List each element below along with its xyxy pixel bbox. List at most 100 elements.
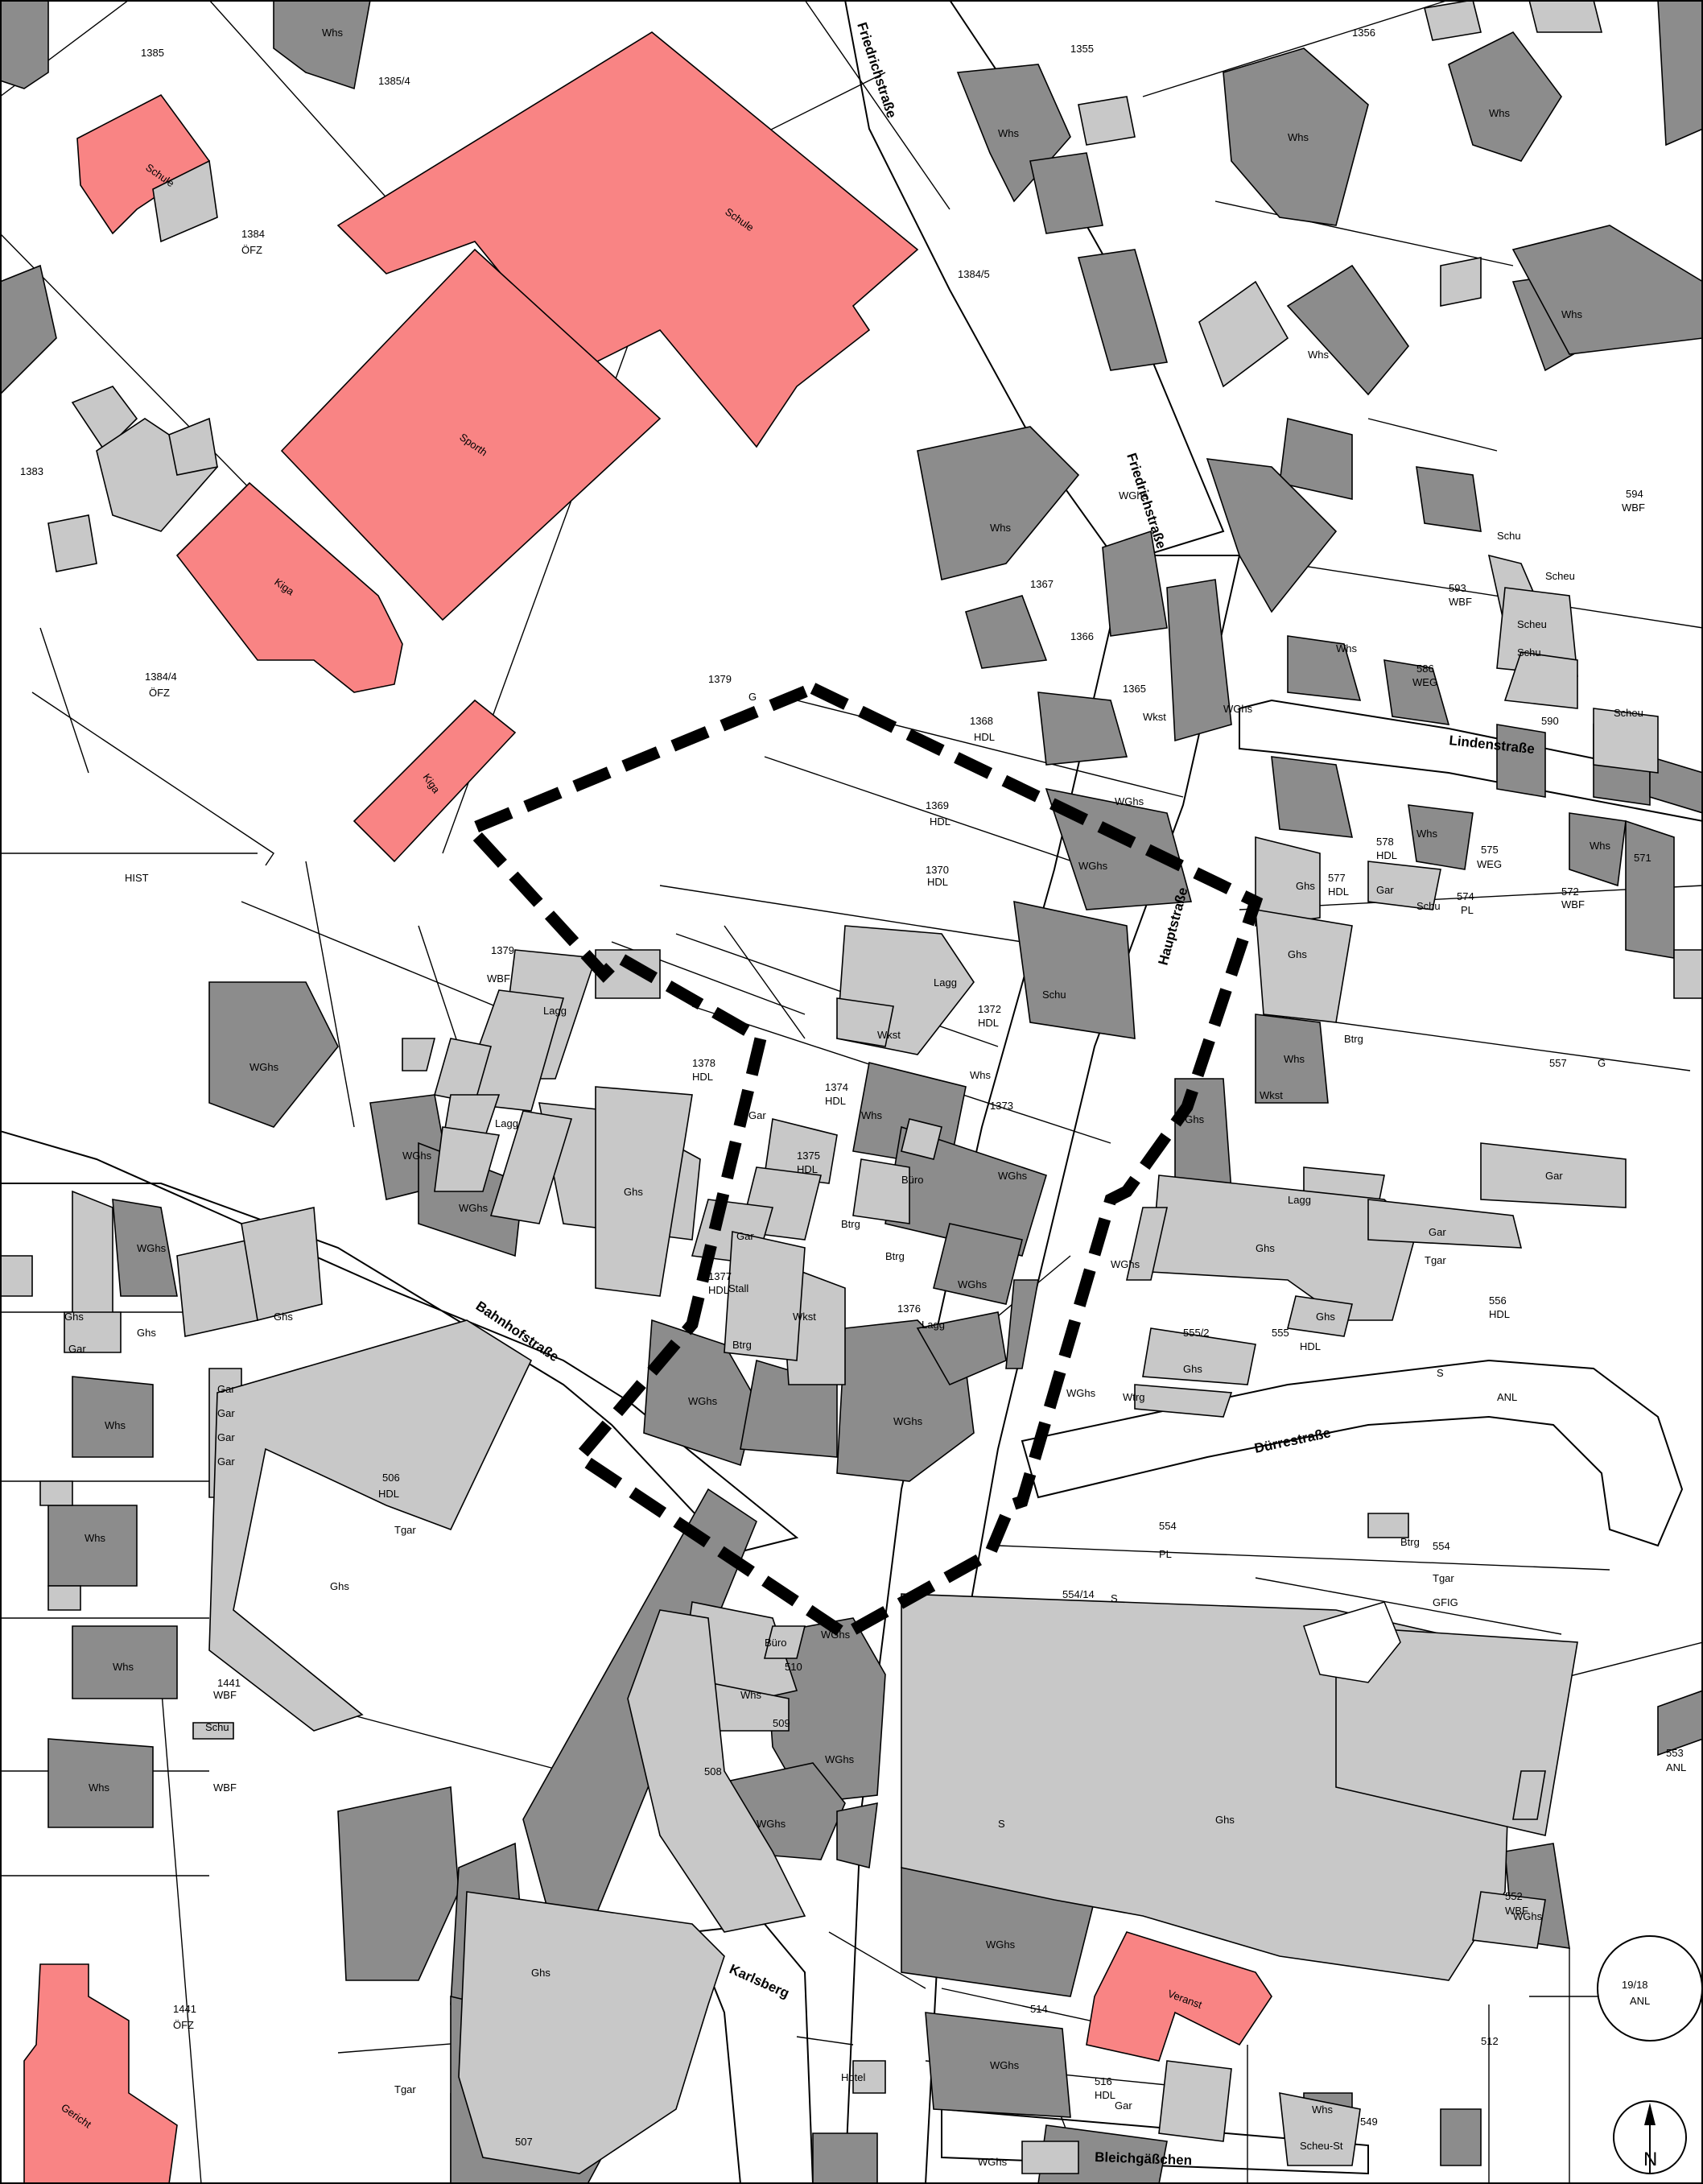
building-use-label: Gar [1115,2099,1132,2112]
parcel-label: 512 [1481,2035,1499,2047]
parcel-label: 1378 [692,1057,715,1069]
building-use-label: Whs [1336,642,1358,654]
building-use-label: Whs [85,1532,106,1544]
parcel-label: 556 [1489,1294,1507,1307]
commercial-building [1593,708,1659,774]
commercial-building [1134,1384,1233,1418]
building-use-label: Ghs [1288,948,1307,960]
map-mark [1644,2103,1656,2125]
commercial-building [1503,651,1578,709]
residential-building [1166,579,1232,742]
street-bleichgaesschen: Bleichgäßchen [1095,2149,1193,2168]
roundabout-island [1597,1935,1703,2042]
building-use-label: Scheu [1517,618,1547,630]
parcel-label: 1383 [20,465,43,477]
residential-building [917,426,1080,580]
commercial-building [168,417,218,476]
parcel-label: HDL [692,1071,713,1083]
sports-hall [280,248,662,621]
residential-building [1649,755,1703,814]
parcel-boundary-line [796,2036,854,2046]
building-use-label: WGhs [402,1150,432,1162]
residential-building [1102,530,1168,637]
parcel-label: 510 [785,1661,802,1673]
parcel-label: 553 [1666,1747,1684,1759]
parcel-label: PL [1159,1548,1172,1560]
parcel-label: HDL [1095,2089,1115,2101]
residential-building [0,0,49,89]
parcel-label: WBF [213,1689,237,1701]
parcel-boundary-line [31,692,274,866]
parcel-label: WBF [487,972,510,985]
residential-building [925,2012,1071,2118]
residential-building [812,2132,878,2184]
commercial-building [1673,949,1703,999]
building-use-label: Ghs [1215,1814,1235,1826]
building-use-label: WGhs [1175,1113,1205,1125]
building-use-label: WGhs [1119,489,1148,502]
parcel-label: 557 [1549,1057,1567,1069]
parcel-boundary-line [1214,200,1514,266]
parcel-label: 549 [1360,2116,1378,2128]
residential-building [112,1199,178,1297]
building-use-label: WGhs [998,1170,1028,1182]
building-use-label: Wkst [1143,711,1166,723]
commercial-building [852,2060,886,2094]
residential-building [1569,812,1627,887]
commercial-building [1440,257,1482,307]
parcel-boundary-line [241,901,516,1015]
building-use-label: Schu [205,1721,229,1733]
commercial-building [1198,280,1289,388]
commercial-building [1472,1891,1546,1949]
parcel-label: 1374 [825,1081,848,1093]
building-use-label: Btrg [732,1339,752,1351]
building-use-label: Gar [217,1431,235,1443]
project-boundary [460,681,1264,1641]
building-use-label: Gar [68,1343,86,1355]
building-use-label: Ghs [624,1186,643,1198]
kindergarten-2 [353,699,517,863]
parcel-label: WBF [1449,596,1472,608]
residential-building [1174,1078,1232,1192]
commercial-building [192,1722,234,1740]
parcel-boundary-line [724,925,806,1039]
building-use-label: Wkst [793,1311,816,1323]
parcel-boundary-line [1287,563,1703,629]
building-use-label: Lagg [922,1319,945,1331]
building-use-label: Whs [1284,1053,1305,1065]
parcel-label: ÖFZ [241,244,262,256]
parcel-label: 1372 [978,1003,1001,1015]
parcel-boundary-line [160,1682,202,2184]
parcel-label: 575 [1481,844,1499,856]
residential-building [273,0,371,90]
residential-building [1408,804,1474,870]
parcel-label: 1368 [970,715,993,727]
commercial-building [1126,1207,1168,1281]
building-use-label: Wkst [1260,1089,1283,1101]
parcel-label: 1385 [141,47,164,59]
parcel-label: ANL [1666,1761,1686,1773]
building-use-label: Gar [1376,884,1394,896]
parcel-label: 552 [1505,1890,1523,1902]
residential-building [1511,225,1703,355]
building-use-label: Tgar [394,2083,416,2095]
parcel-label: ANL [1497,1391,1517,1403]
residential-building [1005,1279,1039,1369]
building-use-label: Whs [1312,2103,1334,2116]
building-use-label: Wkst [877,1029,901,1041]
commercial-building [402,1038,436,1071]
parcel-label: 1377 [708,1270,732,1282]
building-use-label: Btrg [841,1218,860,1230]
residential-building [72,1625,178,1699]
building-use-label: Schu [1416,900,1441,912]
residential-building [1625,820,1675,959]
building-use-label: Hotel [841,2071,865,2083]
building-use-label: Scheu [1545,570,1575,582]
parcel-label: HDL [1376,849,1397,861]
commercial-building [1142,1327,1256,1385]
commercial-building [1078,96,1136,146]
building-use-label: WGhs [986,1938,1016,1951]
parcel-label: GFIG [1433,1596,1458,1608]
